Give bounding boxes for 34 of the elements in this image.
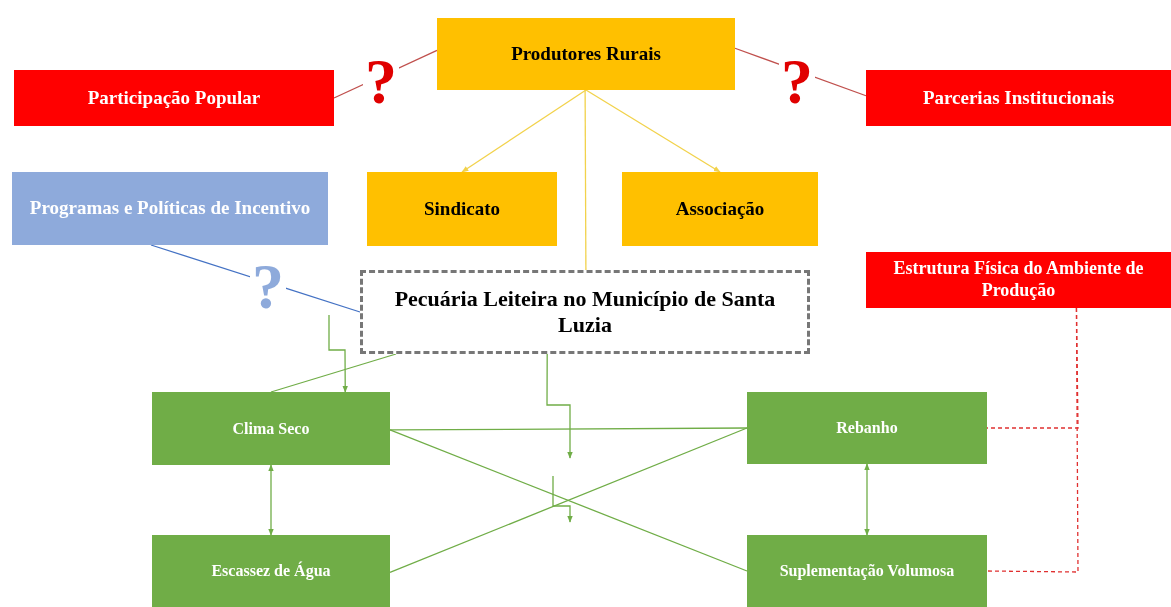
factor-box [866, 252, 1171, 308]
actor-box [866, 70, 1171, 126]
factor-box [747, 535, 987, 607]
actor-box [437, 18, 735, 90]
central-topic-box [360, 270, 810, 354]
arrow [268, 464, 274, 536]
arrow [546, 353, 573, 459]
connector-line [389, 427, 748, 431]
node-label: Sindicato [424, 197, 500, 221]
arrow [864, 463, 870, 536]
arrow [585, 89, 721, 173]
connector-line [986, 307, 1079, 573]
node-label: Programas e Políticas de Incentivo [29, 197, 311, 220]
node-label: Escassez de Água [211, 561, 331, 581]
arrow [328, 314, 348, 393]
arrow [461, 89, 587, 173]
node-label: Rebanho [836, 418, 898, 438]
organization-box [622, 172, 818, 246]
connector-line [584, 89, 587, 271]
node-label: Suplementação Volumosa [779, 561, 955, 581]
node-label: Estrutura Física do Ambiente de Produção [892, 258, 1145, 302]
node-label: Produtores Rurais [511, 42, 661, 66]
program-box [12, 172, 328, 245]
node-label: Associação [675, 197, 765, 221]
node-label: Participação Popular [87, 86, 261, 110]
node-label: Parcerias Institucionais [922, 86, 1115, 110]
node-label: Pecuária Leiteira no Município de Santa Luzia [393, 285, 777, 339]
actor-box [14, 70, 334, 126]
factor-box [747, 392, 987, 464]
factor-box [152, 535, 390, 607]
node-label: Clima Seco [232, 418, 310, 439]
organization-box [367, 172, 557, 246]
factor-box [152, 392, 390, 465]
connector-line [270, 353, 397, 393]
